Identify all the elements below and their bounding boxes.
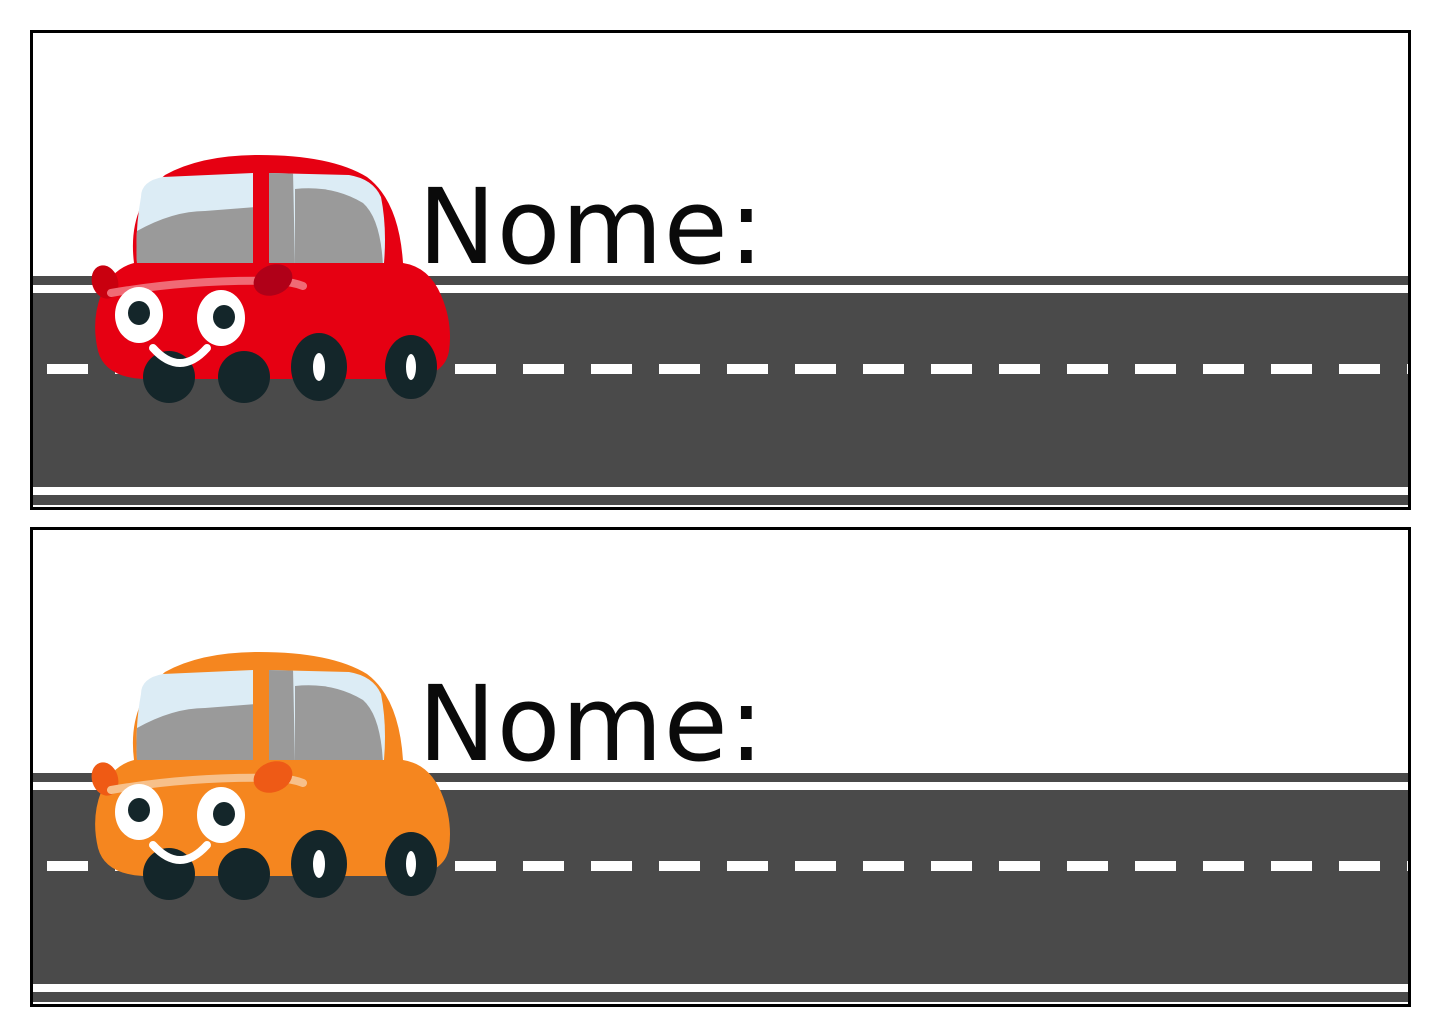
road-shoulder-line-top bbox=[33, 782, 1408, 790]
road-edge-bottom bbox=[33, 495, 1408, 505]
road-shoulder-line-top bbox=[33, 285, 1408, 293]
orange-car-illustration bbox=[81, 642, 481, 902]
car-face bbox=[115, 287, 245, 367]
road-center-dashes bbox=[47, 861, 1408, 871]
car-windshield bbox=[136, 173, 253, 263]
name-card[interactable]: Nome: bbox=[30, 527, 1411, 1007]
road-edge-bottom bbox=[33, 992, 1408, 1002]
car-face bbox=[115, 784, 245, 864]
car-door-mirror bbox=[253, 264, 293, 296]
road-shoulder-line-bottom bbox=[33, 984, 1408, 992]
car-rear-window bbox=[269, 173, 385, 263]
road-center-dashes bbox=[47, 364, 1408, 374]
car-door-mirror bbox=[253, 761, 293, 793]
road-edge-top bbox=[33, 276, 1408, 285]
car-windshield bbox=[136, 670, 253, 760]
name-card[interactable]: Nome: bbox=[30, 30, 1411, 510]
name-label: Nome: bbox=[418, 166, 765, 288]
road-edge-top bbox=[33, 773, 1408, 782]
car-rear-window bbox=[269, 670, 385, 760]
name-label: Nome: bbox=[418, 663, 765, 785]
road-shoulder-line-bottom bbox=[33, 487, 1408, 495]
red-car-illustration bbox=[81, 145, 481, 405]
